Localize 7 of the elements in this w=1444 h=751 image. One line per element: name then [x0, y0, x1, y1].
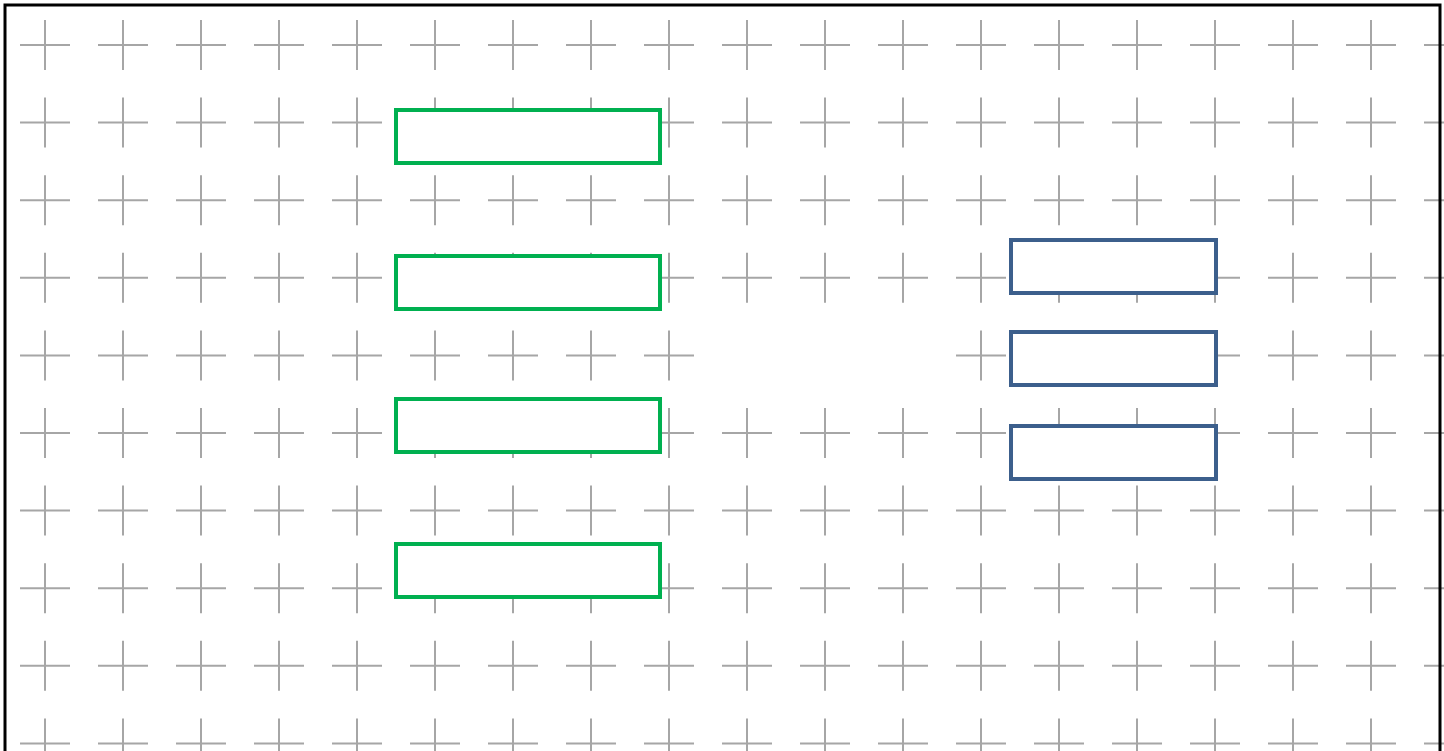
- empty-box: [394, 397, 662, 454]
- empty-box: [394, 254, 662, 311]
- empty-box: [1009, 238, 1218, 295]
- empty-box: [1009, 330, 1218, 387]
- empty-box: [1009, 424, 1218, 481]
- empty-box: [394, 542, 662, 599]
- empty-box: [394, 108, 662, 165]
